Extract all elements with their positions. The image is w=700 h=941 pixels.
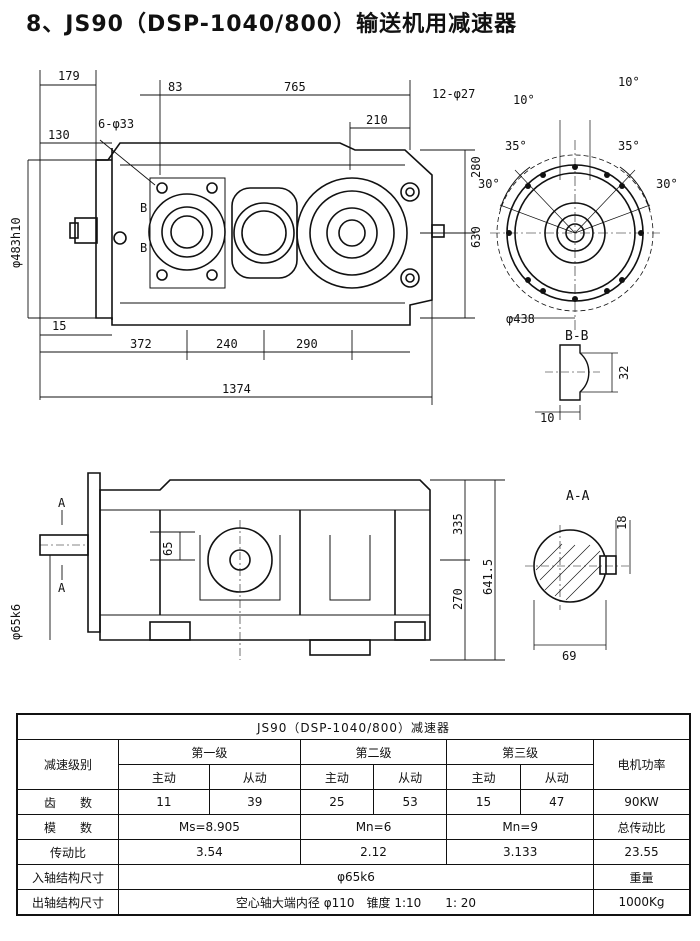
header-weight: 重量 [593,864,691,890]
dim-83: 83 [168,80,182,94]
dim-1374: 1374 [222,382,251,396]
dim-10: 10 [540,411,554,425]
second-driven: 从动 [373,764,448,790]
teeth-2: 39 [208,789,301,815]
second-drive: 主动 [299,764,375,790]
top-view-dimension-lines [27,70,475,405]
section-mark-a-top: A [58,496,66,510]
angle-10-right: 10° [618,75,640,89]
first-drive: 主动 [118,764,210,790]
teeth-4: 53 [373,789,448,815]
dim-240: 240 [216,337,238,351]
module-first: Ms=8.905 [118,814,301,840]
section-a-a-label: A-A [566,489,590,504]
angle-35-right: 35° [618,139,640,153]
flange-bolt-holes [506,164,644,302]
dim-69: 69 [562,649,576,663]
total-ratio-value: 23.55 [593,839,691,865]
teeth-6: 47 [519,789,595,815]
module-second: Mn=6 [299,814,448,840]
row-teeth-label: 齿 数 [16,789,119,815]
row-ratio-label: 传动比 [16,839,119,865]
dim-335: 335 [451,513,465,535]
page-title: 8、JS90（DSP-1040/800）输送机用减速器 [26,12,518,37]
dim-765: 765 [284,80,306,94]
dim-holes-6: 6-φ33 [98,117,134,131]
third-drive: 主动 [446,764,521,790]
dim-630: 630 [469,226,483,248]
dim-290: 290 [296,337,318,351]
row-output-label: 出轴结构尺寸 [16,889,119,916]
input-shaft-value: φ65k6 [118,864,594,890]
weight-value: 1000Kg [593,889,691,916]
dim-179: 179 [58,69,80,83]
section-a-a-hatch [535,543,601,601]
third-driven: 从动 [519,764,595,790]
angle-35-left: 35° [505,139,527,153]
output-shaft-value: 空心轴大端内径 φ110 锥度 1:10 1: 20 [118,889,594,916]
section-mark-b-top: B [140,201,147,215]
dim-280: 280 [469,156,483,178]
angle-30-left: 30° [478,177,500,191]
header-total-ratio: 总传动比 [593,814,691,840]
dim-641-5: 641.5 [481,559,495,595]
dim-130: 130 [48,128,70,142]
engineering-drawing: 179 83 765 130 6-φ33 210 280 630 φ483h10… [9,69,678,663]
section-mark-b-bottom: B [140,241,147,255]
motor-power-value: 90KW [593,789,691,815]
dim-210: 210 [366,113,388,127]
header-third-stage: 第三级 [446,739,594,765]
front-view-housing [39,472,431,660]
teeth-3: 25 [299,789,375,815]
section-b-b [535,344,618,420]
dim-483h10: φ483h10 [9,217,23,268]
dim-372: 372 [130,337,152,351]
ratio-third: 3.133 [446,839,594,865]
table-caption: JS90（DSP-1040/800）减速器 [16,713,691,740]
angle-30-right: 30° [656,177,678,191]
teeth-5: 15 [446,789,521,815]
dim-65k6: φ65k6 [9,604,23,640]
top-view-housing [69,142,445,326]
dim-18: 18 [615,516,629,530]
dim-32: 32 [617,366,631,380]
row-module-label: 模 数 [16,814,119,840]
row-input-label: 入轴结构尺寸 [16,864,119,890]
header-first-stage: 第一级 [118,739,301,765]
spec-table: JS90（DSP-1040/800）减速器 减速级别 第一级 第二级 第三级 电… [16,713,691,916]
first-driven: 从动 [208,764,301,790]
header-motor-power: 电机功率 [593,739,691,790]
angle-10-left: 10° [513,93,535,107]
dim-438: φ438 [506,312,535,326]
front-view-dimension-lines [49,479,505,661]
section-b-b-label: B-B [565,329,589,344]
dim-15: 15 [52,319,66,333]
dim-270: 270 [451,588,465,610]
section-mark-a-bottom: A [58,581,66,595]
ratio-second: 2.12 [299,839,448,865]
teeth-1: 11 [118,789,210,815]
module-third: Mn=9 [446,814,594,840]
header-stage: 减速级别 [16,739,119,790]
header-second-stage: 第二级 [299,739,448,765]
dim-65: 65 [161,542,175,556]
ratio-first: 3.54 [118,839,301,865]
section-a-a [525,520,631,650]
dim-holes-12: 12-φ27 [432,87,475,101]
